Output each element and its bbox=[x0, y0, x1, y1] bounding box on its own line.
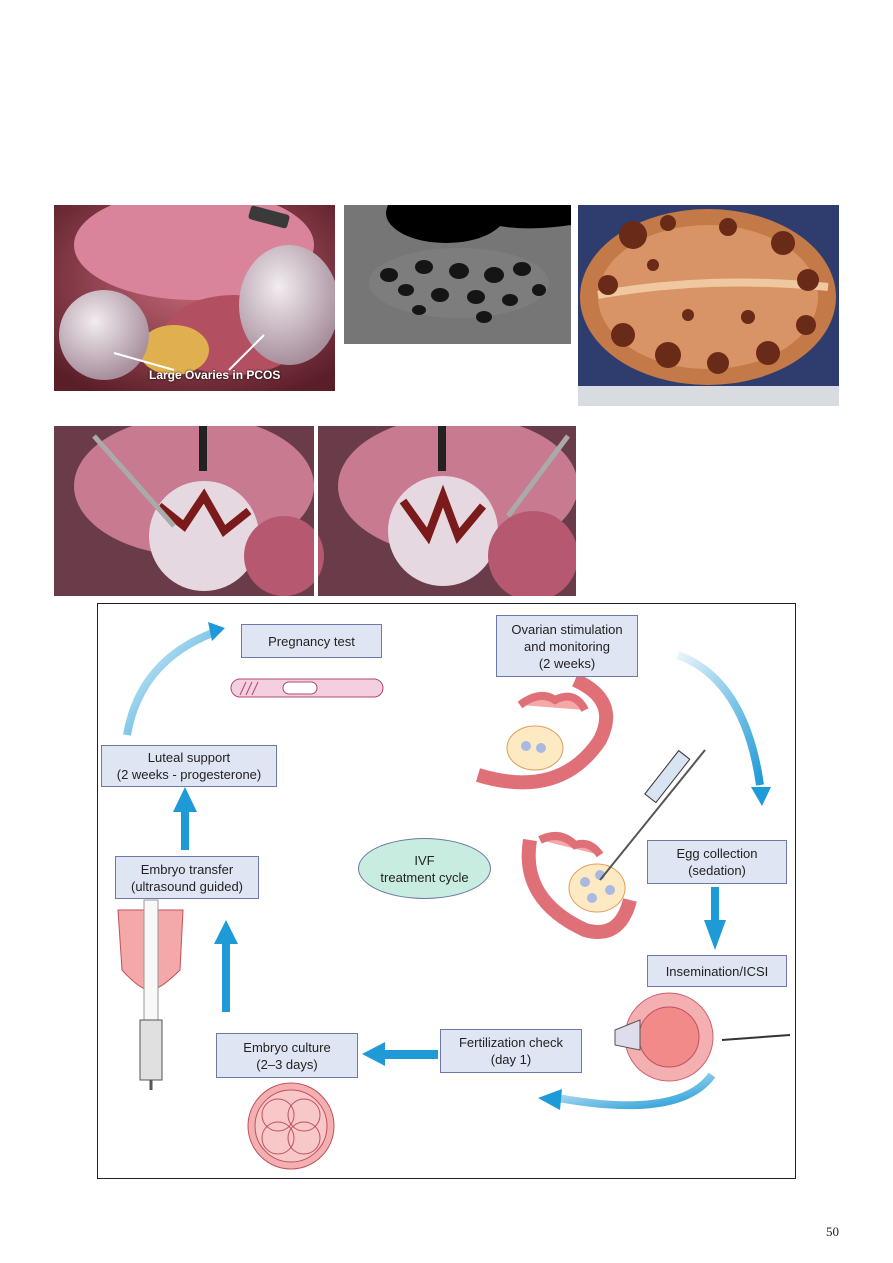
step-ovarian-stimulation: Ovarian stimulation and monitoring (2 we… bbox=[496, 615, 638, 677]
step-egg-collection: Egg collection (sedation) bbox=[647, 840, 787, 884]
step-pregnancy-test: Pregnancy test bbox=[241, 624, 382, 658]
ovarian-surgery-photo bbox=[54, 426, 576, 596]
step-embryo-transfer: Embryo transfer (ultrasound guided) bbox=[115, 856, 259, 899]
ivf-cycle-center-label: IVF treatment cycle bbox=[358, 838, 491, 899]
step-fertilization-check: Fertilization check (day 1) bbox=[440, 1029, 582, 1073]
laparoscopy-photo: Large Ovaries in PCOS bbox=[54, 205, 335, 391]
photo-caption: Large Ovaries in PCOS bbox=[149, 368, 281, 382]
ultrasound-photo bbox=[344, 205, 571, 344]
step-embryo-culture: Embryo culture (2–3 days) bbox=[216, 1033, 358, 1078]
step-insemination: Insemination/ICSI bbox=[647, 955, 787, 987]
page-number: 50 bbox=[826, 1224, 839, 1239]
ovary-specimen-photo bbox=[578, 205, 839, 406]
step-luteal-support: Luteal support (2 weeks - progesterone) bbox=[101, 745, 277, 787]
